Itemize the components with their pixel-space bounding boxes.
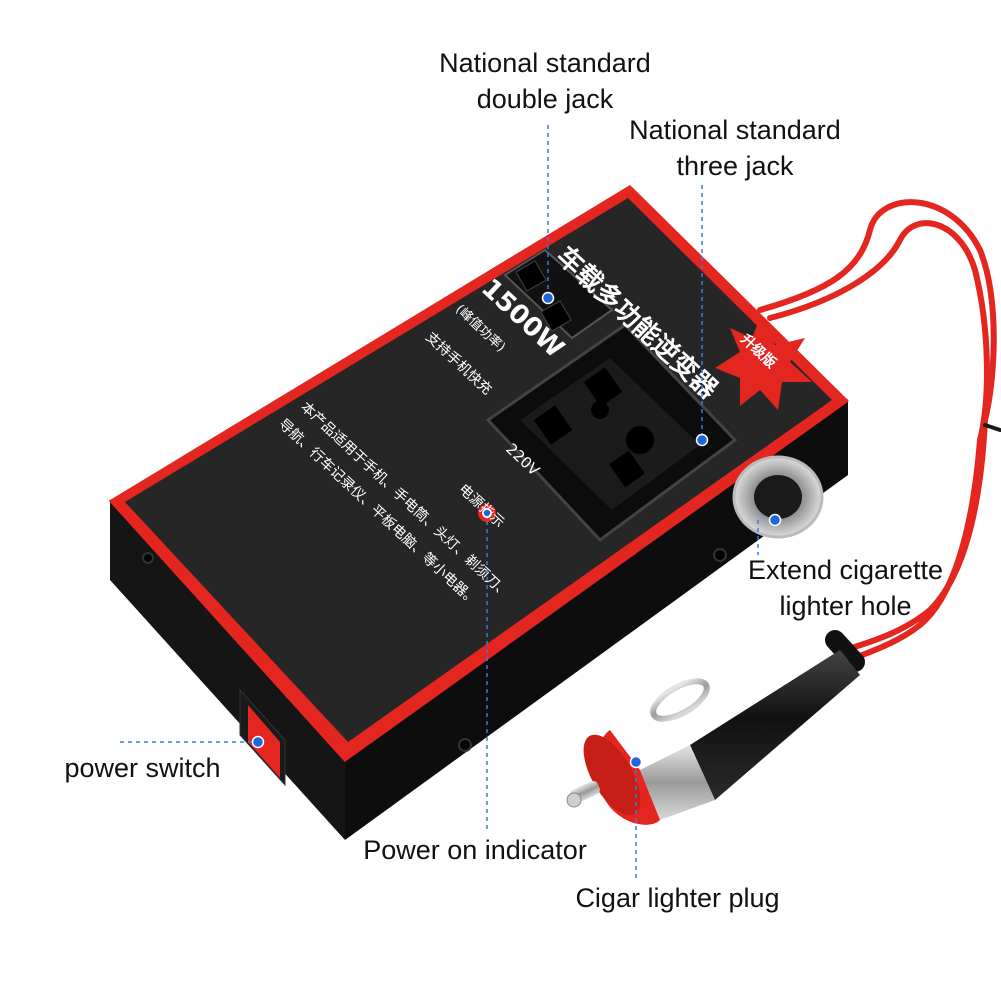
- callout-extend-hole: Extend cigarette lighter hole: [738, 552, 953, 624]
- inverter-body: [108, 185, 849, 840]
- three-jack-line1: National standard: [629, 115, 841, 145]
- three-jack-line2: three jack: [676, 151, 794, 181]
- three-jack-dot: [695, 433, 709, 447]
- lighter-hole-dot: [768, 513, 782, 527]
- upgrade-badge: 升级版: [715, 318, 812, 410]
- callout-power-indicator: Power on indicator: [355, 832, 595, 868]
- extend-hole-line2: lighter hole: [779, 591, 912, 621]
- power-switch-label: power switch: [64, 753, 221, 783]
- three-jack-socket: [485, 323, 738, 543]
- power-cable: [757, 199, 1001, 663]
- plug-label: Cigar lighter plug: [575, 883, 780, 913]
- double-jack-socket: [503, 248, 614, 340]
- callout-dots: [251, 291, 782, 769]
- power-indicator-label: Power on indicator: [363, 835, 587, 865]
- callout-power-switch: power switch: [55, 750, 230, 786]
- double-jack-line2: double jack: [476, 84, 614, 114]
- double-jack-dot: [541, 291, 555, 305]
- callout-three-jack: National standard three jack: [610, 112, 860, 184]
- double-jack-line1: National standard: [439, 48, 651, 78]
- cigarette-lighter-hole: [732, 455, 824, 539]
- callout-leaders: [120, 125, 759, 878]
- extend-hole-line1: Extend cigarette: [747, 555, 944, 585]
- indicator-dot: [482, 508, 492, 518]
- cigar-lighter-plug: [566, 630, 865, 825]
- power-switch-dot: [251, 735, 265, 749]
- callout-plug: Cigar lighter plug: [565, 880, 790, 916]
- plug-dot: [629, 755, 643, 769]
- callout-double-jack: National standard double jack: [420, 45, 670, 117]
